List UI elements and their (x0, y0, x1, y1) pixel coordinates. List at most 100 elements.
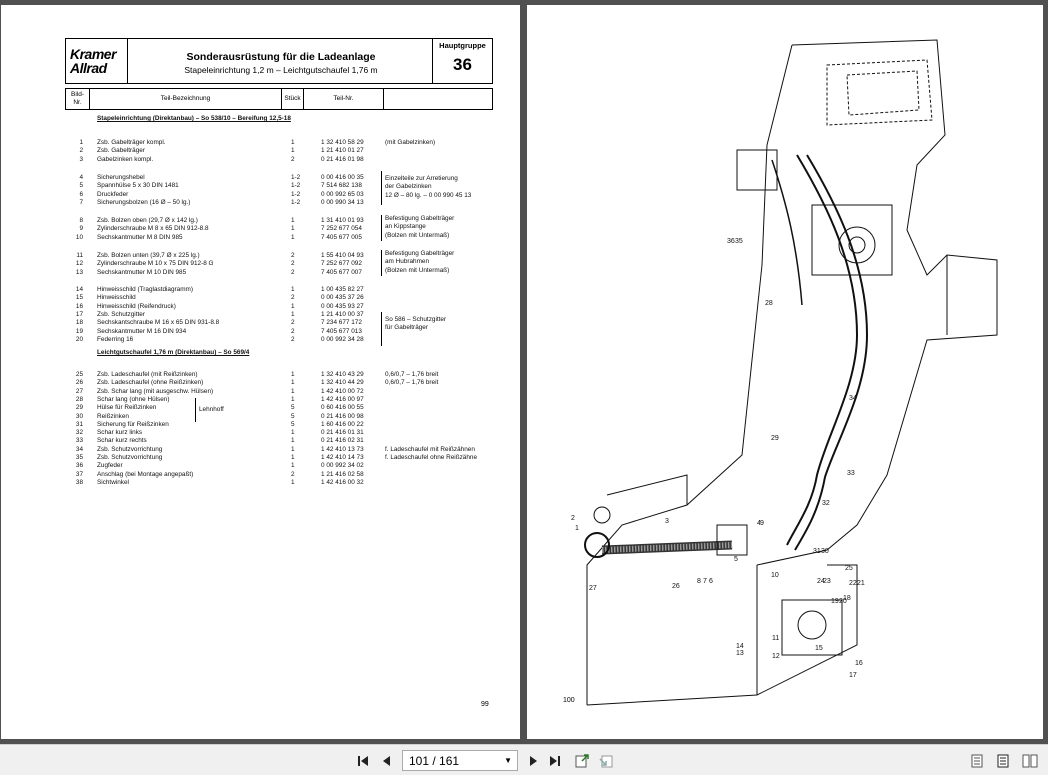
row-teil-nr: 1 42 410 14 73 (321, 454, 364, 461)
row-teil-nr: 0 00 416 00 35 (321, 174, 364, 181)
import-page-icon[interactable] (598, 752, 614, 769)
page-number-left: 99 (481, 701, 489, 708)
row-bezeichnung: Zsb. Schutzgitter (97, 310, 145, 318)
row-stueck: 1 (291, 445, 295, 453)
page-title: Sonderausrüstung für die Ladeanlage (186, 51, 376, 63)
row-bild-nr: 1 (79, 139, 83, 146)
row-bild-nr: 28 (75, 395, 83, 403)
row-bild-nr: 9 (79, 225, 83, 233)
row-teil-nr: 7 405 677 007 (321, 268, 362, 276)
row-bezeichnung: Schar kurz links (97, 429, 143, 437)
callout-label: 31 (813, 548, 821, 555)
row-stueck: 5 (291, 412, 295, 420)
row-stueck: 1 (291, 371, 295, 378)
callout-label: 36 (727, 238, 735, 245)
row-stueck: 1 (291, 225, 295, 233)
page-number-select[interactable]: 101 / 161 ▼ (402, 750, 518, 771)
row-bild-nr: 3 (79, 155, 83, 163)
callout-label: 6 (709, 578, 713, 585)
last-page-icon[interactable] (548, 752, 562, 769)
row-bild-nr: 7 (79, 198, 83, 206)
row-stueck: 2 (291, 319, 295, 327)
row-teil-nr: 0 21 416 02 31 (321, 437, 364, 445)
callout-label: 9 (760, 520, 764, 527)
row-teil-nr: 0 21 416 00 98 (321, 412, 364, 420)
row-bild-nr: 27 (75, 387, 83, 395)
row-bild-nr: 8 (79, 217, 83, 224)
row-bild-nr: 15 (75, 294, 83, 302)
callout-label: 30 (821, 548, 829, 555)
row-teil-nr: 0 00 992 65 03 (321, 190, 364, 198)
section-heading-stapeleinrichtung: Stapeleinrichtung (Direktanbau) – So 538… (97, 115, 291, 122)
row-bezeichnung: Zsb. Gabelträger kompl. (97, 139, 166, 146)
single-page-view-icon[interactable] (970, 752, 984, 769)
callout-label: 3 (665, 518, 669, 525)
callout-label: 7 (703, 578, 707, 585)
previous-page-icon[interactable] (380, 752, 394, 769)
callout-label: 18 (843, 595, 851, 602)
row-teil-nr: 1 32 410 58 29 (321, 139, 364, 146)
row-bezeichnung: Zsb. Bolzen unten (39,7 Ø x 225 lg.) (97, 252, 200, 259)
callout-label: 5 (734, 556, 738, 563)
row-bild-nr: 29 (75, 404, 83, 412)
row-bild-nr: 18 (75, 319, 83, 327)
two-page-view-icon[interactable] (1022, 752, 1038, 769)
row-teil-nr: 1 32 410 44 29 (321, 379, 364, 387)
row-stueck: 1 (291, 395, 295, 403)
row-stueck: 2 (291, 294, 295, 302)
next-page-icon[interactable] (526, 752, 540, 769)
brace-line (195, 398, 196, 422)
row-teil-nr: 0 60 416 00 55 (321, 404, 364, 412)
row-stueck: 1 (291, 217, 295, 224)
row-bezeichnung: Sechskantmutter M 10 DIN 985 (97, 268, 187, 276)
row-stueck: 1-2 (291, 174, 301, 181)
brace-line (381, 215, 382, 241)
fit-page-icon[interactable] (996, 752, 1010, 769)
row-bezeichnung: Reißzinken (97, 412, 129, 420)
callout-label: 21 (857, 580, 865, 587)
row-teil-nr: 1 21 410 01 27 (321, 147, 364, 155)
row-bezeichnung: Druckfeder (97, 190, 129, 198)
brand-line-1: Kramer (70, 46, 117, 62)
row-bezeichnung: Hinweisschild (97, 294, 136, 302)
row-bezeichnung: Zylinderschraube M 8 x 65 DIN 912-8.8 (97, 225, 209, 233)
row-teil-nr: 0 00 992 34 02 (321, 462, 364, 470)
main-group-number: 36 (453, 55, 472, 74)
brace-line (381, 312, 382, 346)
row-bezeichnung: Zsb. Schutzvorrichtung (97, 445, 163, 453)
row-stueck: 1 (291, 147, 295, 155)
row-bezeichnung: Zylinderschraube M 10 x 75 DIN 912-8 G (97, 260, 214, 268)
row-stueck: 2 (291, 155, 295, 163)
row-stueck: 1-2 (291, 182, 301, 190)
row-teil-nr: 0 21 416 01 31 (321, 429, 364, 437)
row-bezeichnung: Hülse für Reißzinken (97, 404, 157, 412)
brace-line (381, 250, 382, 276)
callout-label: 4 (757, 520, 761, 527)
row-bezeichnung: Schar lang (ohne Hülsen) (97, 395, 170, 403)
row-bild-nr: 33 (75, 437, 83, 445)
export-page-icon[interactable] (574, 752, 590, 769)
callout-label: 10 (771, 572, 779, 579)
callout-label: 23 (823, 578, 831, 585)
row-bezeichnung: Gabelzinken kompl. (97, 155, 154, 163)
row-stueck: 1-2 (291, 190, 301, 198)
row-stueck: 1 (291, 233, 295, 241)
row-bild-nr: 34 (75, 445, 83, 453)
first-page-icon[interactable] (356, 752, 370, 769)
brand-line-2: Allrad (70, 60, 107, 76)
row-bezeichnung: Zsb. Schutzvorrichtung (97, 454, 163, 461)
callout-label: 22 (849, 580, 857, 587)
